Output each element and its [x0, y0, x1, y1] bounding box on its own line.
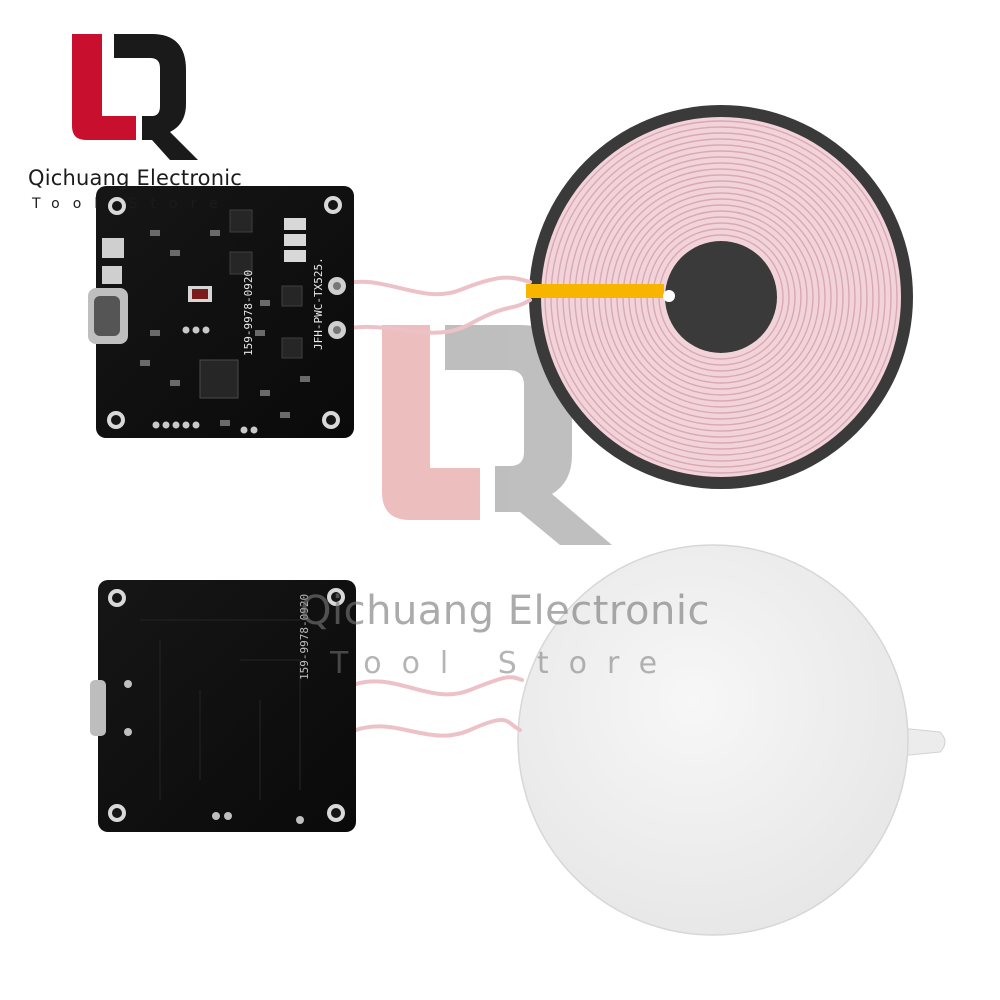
pcb-bottom-part-number: 159-9978-0920 [298, 594, 311, 680]
watermark-brand-subtitle: Tool Store [330, 646, 678, 681]
watermark-brand-name: Qichuang Electronic [300, 588, 710, 634]
brand-subtitle: Tool Store [32, 196, 231, 212]
coil-lead-wires-top [336, 275, 532, 335]
pcb-top-model: JFH-PWC-TX525. [312, 257, 325, 350]
pcb-top-part-number: 159-9978-0920 [242, 270, 255, 356]
brand-name: Qichuang Electronic [28, 166, 243, 190]
pcb-top-board: 159-9978-0920 JFH-PWC-TX525. [88, 186, 354, 438]
adhesive-cover-pad [517, 544, 946, 936]
coil-lead-wires-bottom [354, 675, 524, 738]
wireless-charging-coil [526, 105, 913, 489]
brand-logo [72, 34, 198, 160]
pcb-bottom-board: 159-9978-0920 [90, 580, 356, 832]
